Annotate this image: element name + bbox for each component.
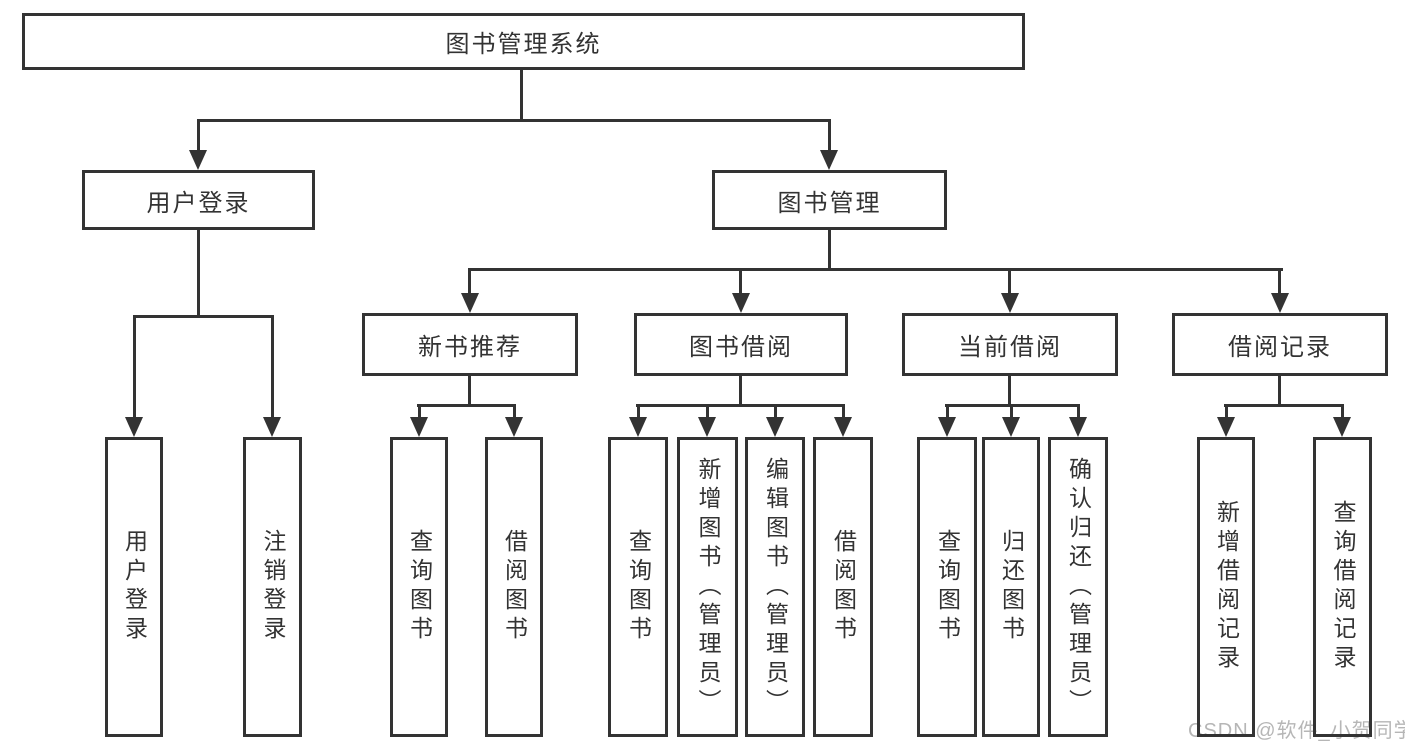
leaf-query-books-borrow-label: 查询图书 bbox=[625, 529, 652, 645]
leaf-user-login: 用户登录 bbox=[105, 437, 163, 737]
connector-line bbox=[739, 376, 742, 407]
connector-line bbox=[1225, 404, 1228, 419]
leaf-edit-books-admin-label: 编辑图书（管理员） bbox=[762, 456, 789, 718]
leaf-confirm-return-admin: 确认归还（管理员） bbox=[1048, 437, 1108, 737]
connector-line bbox=[468, 376, 471, 407]
leaf-query-borrow-record-label: 查询借阅记录 bbox=[1330, 500, 1356, 674]
leaf-query-books-borrow: 查询图书 bbox=[608, 437, 668, 737]
arrow-down-icon bbox=[834, 417, 852, 437]
watermark-csdn: CSDN @软件_小贺同学 bbox=[1188, 720, 1405, 742]
node-new-book-recommend: 新书推荐 bbox=[362, 313, 578, 376]
connector-line bbox=[1278, 268, 1281, 295]
arrow-down-icon bbox=[125, 417, 143, 437]
connector-line bbox=[774, 404, 777, 419]
leaf-logout-label: 注销登录 bbox=[260, 529, 286, 645]
arrow-down-icon bbox=[189, 150, 207, 170]
connector-line bbox=[133, 315, 136, 419]
arrow-down-icon bbox=[1069, 417, 1087, 437]
connector-line bbox=[828, 230, 831, 271]
connector-line bbox=[706, 404, 709, 419]
leaf-borrow-books-recommend: 借阅图书 bbox=[485, 437, 543, 737]
node-book-borrow: 图书借阅 bbox=[634, 313, 848, 376]
leaf-edit-books-admin: 编辑图书（管理员） bbox=[745, 437, 805, 737]
node-book-management-label: 图书管理 bbox=[777, 189, 882, 217]
arrow-down-icon bbox=[766, 417, 784, 437]
connector-line bbox=[520, 70, 523, 121]
arrow-down-icon bbox=[629, 417, 647, 437]
leaf-query-books-recommend-label: 查询图书 bbox=[406, 529, 433, 645]
connector-line bbox=[417, 404, 516, 407]
connector-line bbox=[1008, 376, 1011, 407]
connector-line bbox=[1341, 404, 1344, 419]
connector-line bbox=[739, 268, 742, 295]
leaf-query-books-recommend: 查询图书 bbox=[390, 437, 448, 737]
arrow-down-icon bbox=[732, 293, 750, 313]
arrow-down-icon bbox=[698, 417, 716, 437]
leaf-query-borrow-record: 查询借阅记录 bbox=[1313, 437, 1372, 737]
connector-line bbox=[197, 230, 200, 318]
arrow-down-icon bbox=[1333, 417, 1351, 437]
connector-line bbox=[418, 404, 421, 419]
leaf-confirm-return-admin-label: 确认归还（管理员） bbox=[1065, 456, 1092, 718]
node-new-book-recommend-label: 新书推荐 bbox=[418, 334, 522, 361]
arrow-down-icon bbox=[938, 417, 956, 437]
leaf-add-books-admin-label: 新增图书（管理员） bbox=[695, 456, 721, 718]
node-borrow-records-label: 借阅记录 bbox=[1228, 334, 1332, 361]
leaf-logout: 注销登录 bbox=[243, 437, 302, 737]
connector-line bbox=[842, 404, 845, 419]
node-library-system-label: 图书管理系统 bbox=[445, 31, 602, 58]
connector-line bbox=[1077, 404, 1080, 419]
arrow-down-icon bbox=[1001, 293, 1019, 313]
leaf-borrow-books-label: 借阅图书 bbox=[830, 529, 857, 645]
node-current-borrow-label: 当前借阅 bbox=[958, 334, 1062, 361]
leaf-query-books-current-label: 查询图书 bbox=[934, 529, 961, 645]
connector-line bbox=[513, 404, 516, 419]
connector-line bbox=[468, 268, 471, 295]
connector-line bbox=[1010, 404, 1013, 419]
arrow-down-icon bbox=[505, 417, 523, 437]
node-user-login-label: 用户登录 bbox=[146, 189, 251, 217]
connector-line bbox=[197, 121, 200, 152]
leaf-borrow-books: 借阅图书 bbox=[813, 437, 873, 737]
connector-line bbox=[1224, 404, 1344, 407]
node-borrow-records: 借阅记录 bbox=[1172, 313, 1388, 376]
connector-line bbox=[1278, 376, 1281, 407]
leaf-user-login-label: 用户登录 bbox=[121, 529, 148, 645]
leaf-borrow-books-recommend-label: 借阅图书 bbox=[501, 529, 528, 645]
arrow-down-icon bbox=[263, 417, 281, 437]
connector-line bbox=[469, 268, 1283, 271]
node-current-borrow: 当前借阅 bbox=[902, 313, 1118, 376]
arrow-down-icon bbox=[461, 293, 479, 313]
connector-line bbox=[636, 404, 845, 407]
leaf-return-books: 归还图书 bbox=[982, 437, 1040, 737]
connector-line bbox=[133, 315, 274, 318]
connector-line bbox=[197, 119, 831, 122]
arrow-down-icon bbox=[410, 417, 428, 437]
arrow-down-icon bbox=[1271, 293, 1289, 313]
connector-line bbox=[946, 404, 949, 419]
leaf-add-books-admin: 新增图书（管理员） bbox=[677, 437, 738, 737]
connector-line bbox=[1008, 268, 1011, 295]
leaf-add-borrow-record: 新增借阅记录 bbox=[1197, 437, 1255, 737]
node-user-login: 用户登录 bbox=[82, 170, 315, 230]
node-book-borrow-label: 图书借阅 bbox=[689, 334, 793, 361]
leaf-return-books-label: 归还图书 bbox=[998, 529, 1025, 645]
arrow-down-icon bbox=[1002, 417, 1020, 437]
leaf-query-books-current: 查询图书 bbox=[917, 437, 977, 737]
connector-line bbox=[271, 315, 274, 419]
arrow-down-icon bbox=[820, 150, 838, 170]
arrow-down-icon bbox=[1217, 417, 1235, 437]
node-library-system: 图书管理系统 bbox=[22, 13, 1025, 70]
connector-line bbox=[828, 121, 831, 152]
connector-line bbox=[637, 404, 640, 419]
leaf-add-borrow-record-label: 新增借阅记录 bbox=[1213, 500, 1240, 674]
node-book-management: 图书管理 bbox=[712, 170, 947, 230]
